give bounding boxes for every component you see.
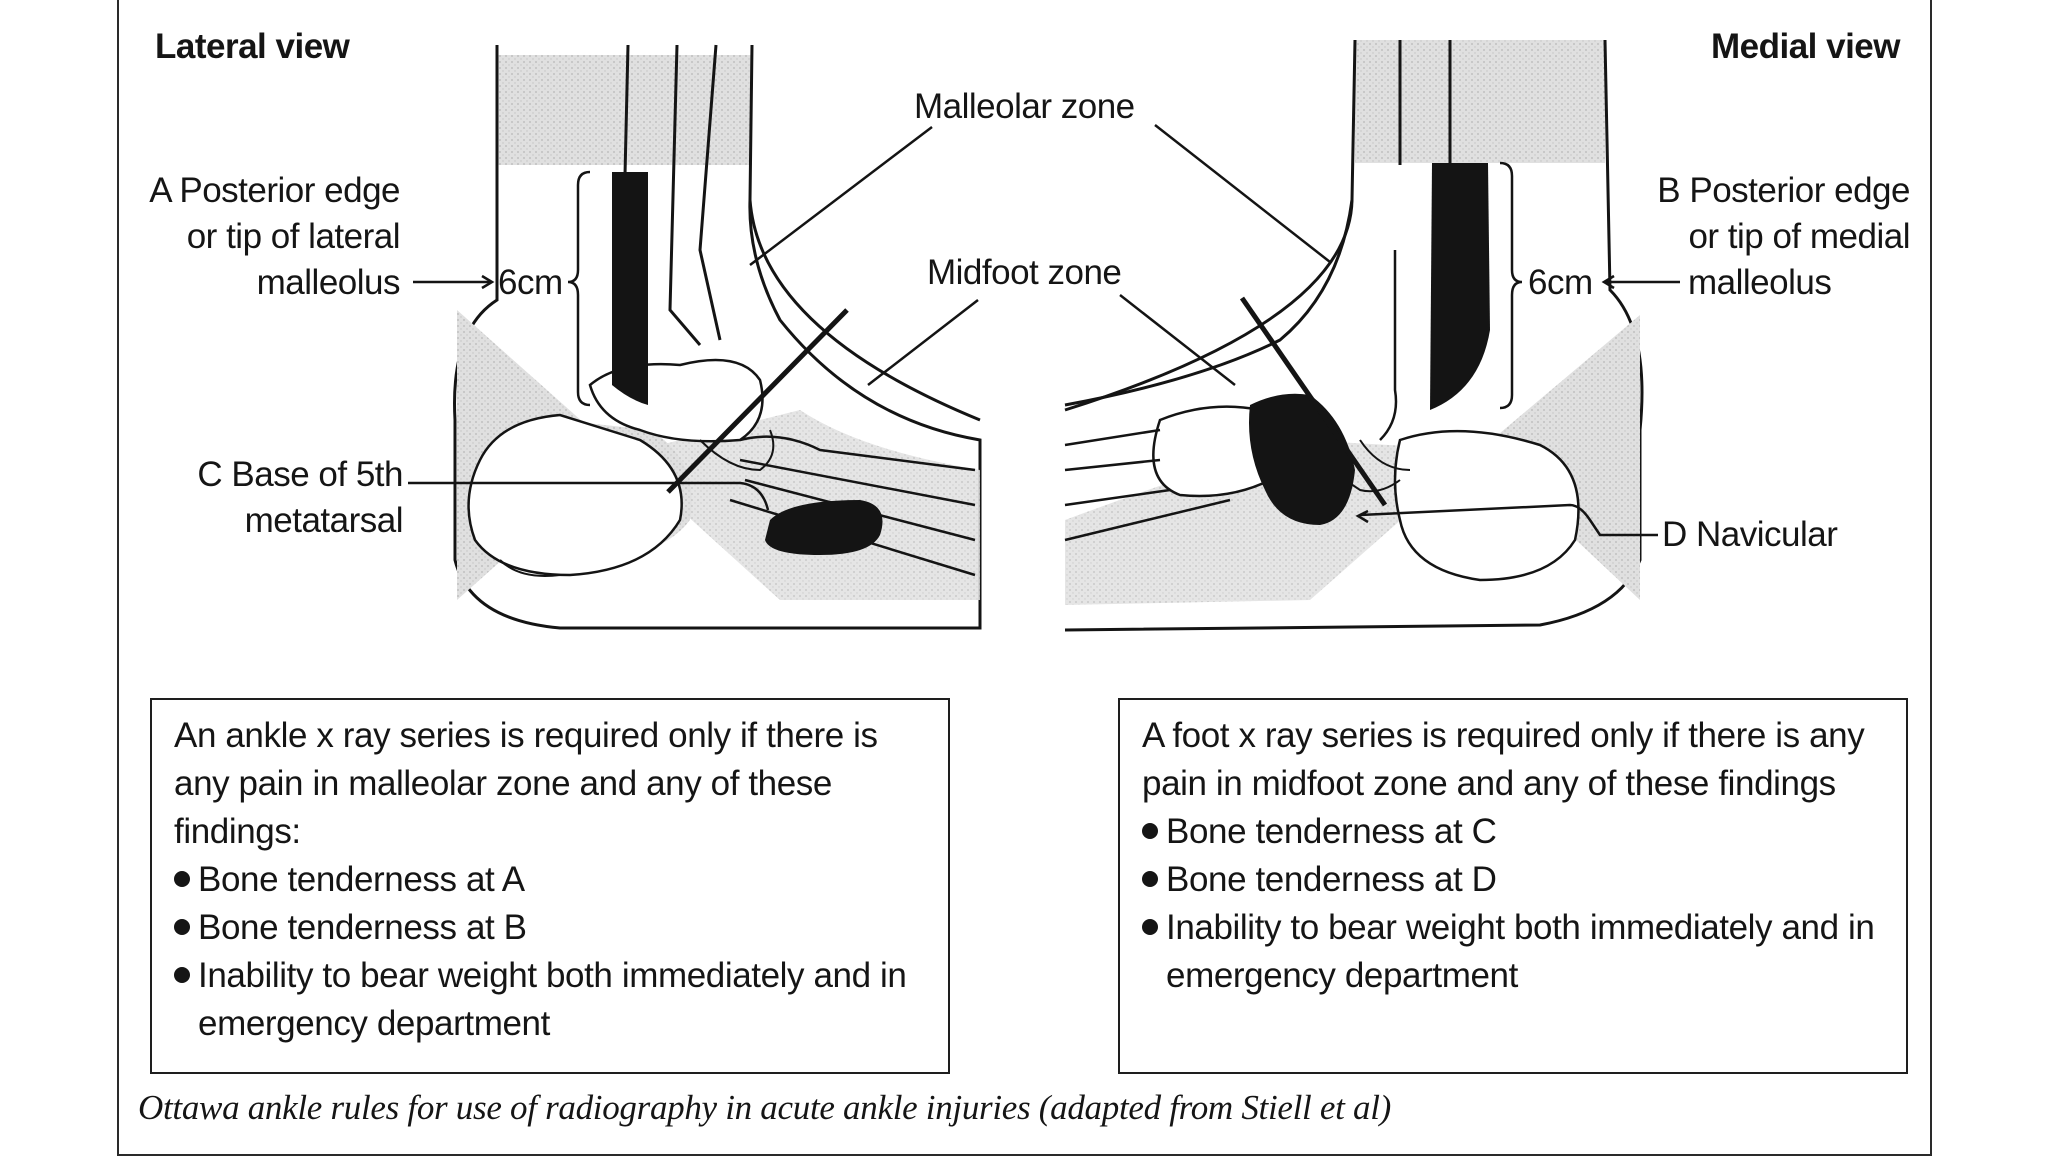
ankle-rule-item: Bone tenderness at A xyxy=(174,856,926,904)
distance-label-left: 6cm xyxy=(498,263,563,302)
lateral-forefoot-shading xyxy=(620,410,980,600)
foot-rule-item: Bone tenderness at D xyxy=(1142,856,1884,904)
medial-malleolus-marker xyxy=(1430,163,1490,410)
label-b-line3: malleolus xyxy=(1688,263,1832,302)
label-a-line1: A Posterior edge xyxy=(149,171,400,210)
ankle-rule-item: Bone tenderness at B xyxy=(174,904,926,952)
ankle-rule-item: Inability to bear weight both immediatel… xyxy=(174,952,926,1048)
bullet-icon xyxy=(1142,871,1158,887)
label-a-line2: or tip of lateral xyxy=(186,217,401,256)
bullet-icon xyxy=(174,871,190,887)
lateral-leg-outline xyxy=(453,44,982,630)
bullet-icon xyxy=(1142,823,1158,839)
fifth-metatarsal-marker xyxy=(765,500,883,555)
medial-foot-drawing xyxy=(1064,39,1680,632)
label-c-line1: C Base of 5th xyxy=(197,455,403,494)
midfoot-zone-label: Midfoot zone xyxy=(927,253,1122,292)
medial-view-title: Medial view xyxy=(1710,27,1901,66)
lateral-malleolus-marker xyxy=(612,172,648,405)
label-b-line2: or tip of medial xyxy=(1688,217,1910,256)
foot-rule-intro: A foot x ray series is required only if … xyxy=(1142,716,1865,803)
malleolar-zone-label: Malleolar zone xyxy=(914,87,1135,126)
label-d: D Navicular xyxy=(1662,515,1838,554)
bullet-icon xyxy=(174,967,190,983)
medial-forefoot-shading xyxy=(1065,440,1480,605)
distance-label-right: 6cm xyxy=(1528,263,1593,302)
label-c-line2: metatarsal xyxy=(244,501,404,540)
bullet-icon xyxy=(1142,919,1158,935)
label-a-line3: malleolus xyxy=(256,263,401,302)
foot-rule-item: Bone tenderness at C xyxy=(1142,808,1884,856)
foot-rule-item: Inability to bear weight both immediatel… xyxy=(1142,904,1884,1000)
figure-caption: Ottawa ankle rules for use of radiograph… xyxy=(138,1088,1392,1127)
bullet-icon xyxy=(174,919,190,935)
foot-rule-box: A foot x ray series is required only if … xyxy=(1118,698,1908,1074)
ankle-rule-box: An ankle x ray series is required only i… xyxy=(150,698,950,1074)
label-b-line1: B Posterior edge xyxy=(1657,171,1910,210)
medial-top-shading xyxy=(1355,40,1605,163)
ankle-rule-intro: An ankle x ray series is required only i… xyxy=(174,716,878,851)
lateral-view-title: Lateral view xyxy=(155,27,350,66)
lateral-foot-drawing xyxy=(408,44,982,630)
